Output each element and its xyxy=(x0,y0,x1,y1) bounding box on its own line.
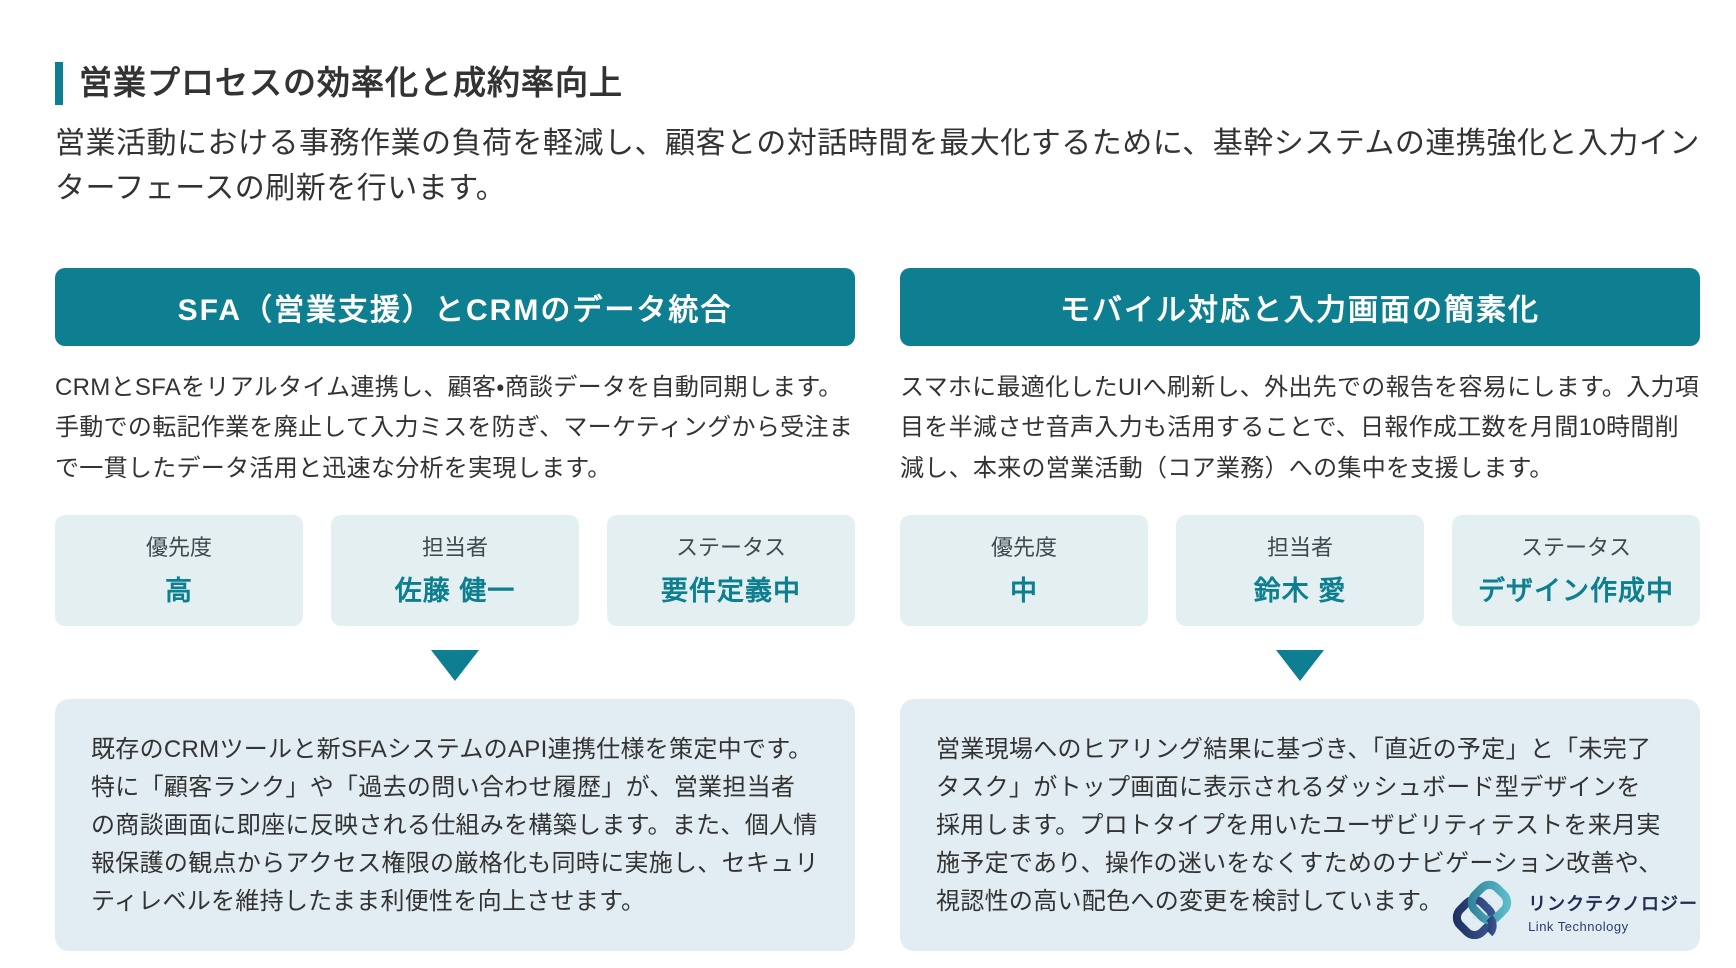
meta-box-owner: 担当者 佐藤 健一 xyxy=(331,515,579,627)
detail-text: 営業現場へのヒアリング結果に基づき、「直近の予定」と「未完了タスク」がトップ画面… xyxy=(936,736,1663,915)
section-description: スマホに最適化したUIへ刷新し、外出先での報告を容易にします。入力項目を半減させ… xyxy=(900,374,1700,482)
section-banner: SFA（営業支援）とCRMのデータ統合 xyxy=(55,268,855,347)
status-value: 要件定義中 xyxy=(661,576,801,607)
page-title: 営業プロセスの効率化と成約率向上 xyxy=(79,64,623,101)
arrow-container xyxy=(55,650,855,682)
priority-value: 高 xyxy=(165,576,193,607)
page-title-row: 営業プロセスの効率化と成約率向上 xyxy=(55,62,1700,105)
company-logo: リンクテクノロジー Link Technology xyxy=(1448,874,1698,950)
logo-name-ja: リンクテクノロジー xyxy=(1528,894,1698,914)
meta-box-priority: 優先度 高 xyxy=(55,515,303,627)
owner-label: 担当者 xyxy=(421,535,488,561)
owner-label: 担当者 xyxy=(1266,535,1333,561)
meta-row: 優先度 中 担当者 鈴木 愛 ステータス デザイン作成中 xyxy=(900,515,1700,627)
intro-text: 営業活動における事務作業の負荷を軽減し、顧客との対話時間を最大化するために、基幹… xyxy=(55,126,1700,206)
priority-label: 優先度 xyxy=(145,535,212,561)
status-label: ステータス xyxy=(675,535,786,561)
meta-box-status: ステータス デザイン作成中 xyxy=(1452,515,1700,627)
priority-label: 優先度 xyxy=(990,535,1057,561)
owner-value: 鈴木 愛 xyxy=(1253,576,1347,607)
section-mobile-ui: モバイル対応と入力画面の簡素化 スマホに最適化したUIへ刷新し、外出先での報告を… xyxy=(900,268,1700,951)
down-arrow-icon xyxy=(1276,650,1324,682)
status-label: ステータス xyxy=(1520,535,1631,561)
logo-text-block: リンクテクノロジー Link Technology xyxy=(1528,890,1698,934)
meta-box-priority: 優先度 中 xyxy=(900,515,1148,627)
status-value: デザイン作成中 xyxy=(1478,576,1674,607)
section-banner: モバイル対応と入力画面の簡素化 xyxy=(900,268,1700,347)
detail-box: 既存のCRMツールと新SFAシステムのAPI連携仕様を策定中です。特に「顧客ラン… xyxy=(55,699,855,951)
title-accent-bar xyxy=(55,62,63,105)
owner-value: 佐藤 健一 xyxy=(394,576,516,607)
section-sfa-crm: SFA（営業支援）とCRMのデータ統合 CRMとSFAをリアルタイム連携し、顧客… xyxy=(55,268,855,951)
content-columns: SFA（営業支援）とCRMのデータ統合 CRMとSFAをリアルタイム連携し、顧客… xyxy=(55,268,1700,951)
section-description: CRMとSFAをリアルタイム連携し、顧客・商談データを自動同期します。手動での転… xyxy=(55,374,854,482)
detail-box: 営業現場へのヒアリング結果に基づき、「直近の予定」と「未完了タスク」がトップ画面… xyxy=(900,699,1700,951)
down-arrow-icon xyxy=(431,650,479,682)
detail-text: 既存のCRMツールと新SFAシステムのAPI連携仕様を策定中です。特に「顧客ラン… xyxy=(91,736,819,915)
knot-logo-icon xyxy=(1452,880,1512,940)
priority-value: 中 xyxy=(1010,576,1038,607)
logo-name-en: Link Technology xyxy=(1528,919,1629,934)
meta-box-owner: 担当者 鈴木 愛 xyxy=(1176,515,1424,627)
meta-box-status: ステータス 要件定義中 xyxy=(607,515,855,627)
arrow-container xyxy=(900,650,1700,682)
meta-row: 優先度 高 担当者 佐藤 健一 ステータス 要件定義中 xyxy=(55,515,855,627)
